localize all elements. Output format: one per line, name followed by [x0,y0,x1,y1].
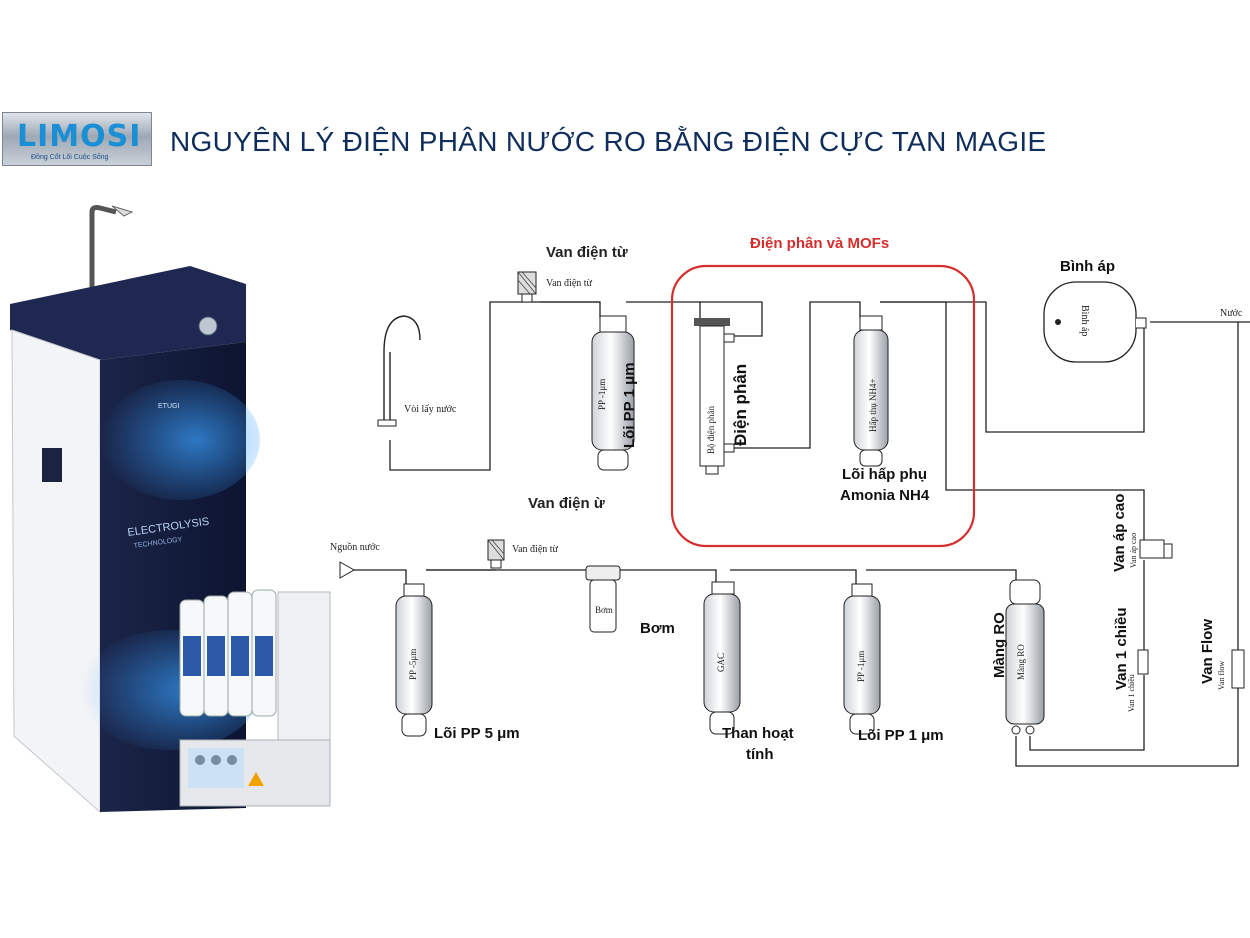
nh4-label-1: Lõi hấp phụ [842,466,927,483]
faucet-label: Vòi lấy nước [404,404,457,415]
purifier-illustration: ETUGI ELECTROLYSIS TECHNOLOGY [10,206,260,812]
flow-valve: Van Flow Van flow [1199,619,1244,690]
electrolysis-label: Điện phân [731,364,750,446]
source-label: Nguồn nước [330,542,380,553]
check-valve: Van 1 chiều Van 1 chiều [1113,607,1148,712]
tank-label: Bình áp [1060,258,1115,275]
pp1-bottom-inner: PP -1μm [856,651,866,682]
pp1-bottom-label: Lõi PP 1 μm [858,727,944,744]
check-valve-small: Van 1 chiều [1127,674,1136,712]
flow-valve-small: Van flow [1217,661,1226,690]
valve-top-small-label: Van điện từ [546,278,593,289]
pressure-tank: Bình áp [1044,282,1146,362]
inlet-arrow [340,562,354,578]
electrolysis-unit: Bộ điện phân Điện phân [694,318,750,474]
brand-mark: ETUGI [158,403,179,410]
pump-label: Bơm [640,620,675,637]
valve-top-label: Van điện từ [546,244,628,261]
solenoid-valve-bottom [488,540,504,568]
gac-label-1: Than hoạt [722,725,794,742]
valve-u-label: Van điện ừ [528,495,605,512]
valve-bottom-small-label: Van điện từ [512,544,559,555]
gac-label-2: tính [746,746,774,763]
pump: Bơm [586,566,620,632]
flow-valve-label: Van Flow [1199,619,1216,684]
tank-inner: Bình áp [1079,305,1090,336]
pp1-top-label: Lõi PP 1 μm [621,362,638,448]
filter-unit-illustration [180,590,330,806]
ro-membrane: Màng RO Màng RO [991,580,1044,734]
ro-label: Màng RO [991,612,1008,678]
pp5-inner: PP -5μm [408,649,418,680]
filter-gac: GAC [704,582,740,734]
filter-pp1-top: PP -1μm Lõi PP 1 μm [592,316,638,470]
pump-inner: Bơm [595,605,613,615]
filter-pp5: PP -5μm [396,584,432,736]
gac-inner: GAC [716,653,726,672]
nh4-inner: Hấp thụ NH4+ [868,378,878,432]
outlet-label: Nước [1220,308,1243,319]
high-pressure-valve: Van áp cao Van áp cao [1111,494,1172,572]
nh4-label-2: Amonia NH4 [840,487,930,504]
filter-nh4: Hấp thụ NH4+ [854,316,888,466]
high-pressure-small: Van áp cao [1129,533,1138,568]
solenoid-valve-top [518,272,536,302]
high-pressure-label: Van áp cao [1111,494,1128,572]
pp1-top-inner: PP -1μm [597,379,607,410]
pp5-label: Lõi PP 5 μm [434,725,520,742]
group-label: Điện phân và MOFs [750,235,889,252]
electrolysis-inner: Bộ điện phân [706,406,716,454]
ro-inner: Màng RO [1016,644,1026,680]
filter-pp1-bottom: PP -1μm [844,584,880,734]
